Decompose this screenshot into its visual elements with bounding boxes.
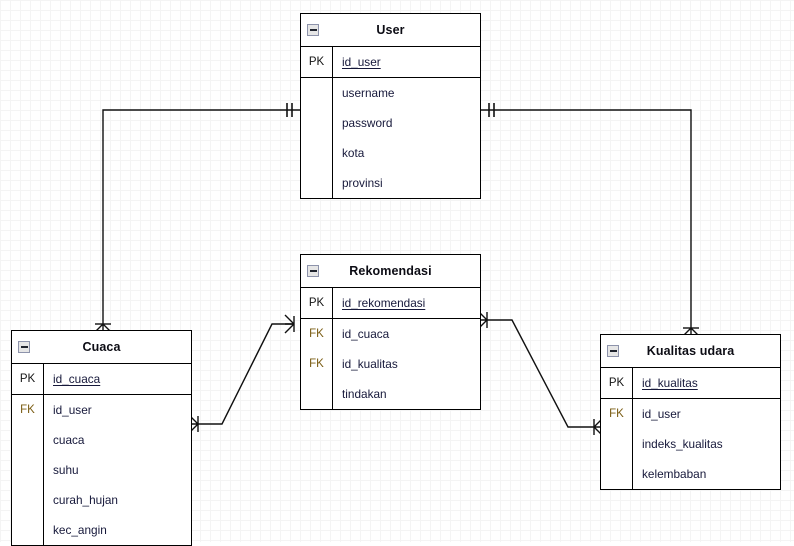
- table-row[interactable]: kelembaban: [601, 459, 780, 489]
- field-name: id_user: [642, 407, 681, 421]
- entity-rekomendasi-header[interactable]: Rekomendasi: [301, 255, 480, 288]
- key-label: [12, 425, 44, 455]
- field-name: id_kualitas: [342, 357, 398, 371]
- key-label: PK: [301, 47, 333, 77]
- key-label: FK: [301, 349, 333, 379]
- table-row[interactable]: kota: [301, 138, 480, 168]
- field-name: id_user: [53, 403, 92, 417]
- table-row[interactable]: tindakan: [301, 379, 480, 409]
- key-label: [601, 429, 633, 459]
- field-name: indeks_kualitas: [642, 437, 723, 451]
- field-name: id_cuaca: [342, 327, 390, 341]
- field-name: id_kualitas: [642, 376, 698, 390]
- field-name: password: [342, 116, 393, 130]
- key-label: [301, 78, 333, 108]
- table-row[interactable]: provinsi: [301, 168, 480, 198]
- entity-user-title: User: [376, 23, 405, 37]
- field-name: username: [342, 86, 395, 100]
- table-row[interactable]: FK id_user: [12, 395, 191, 425]
- entity-kualitas-udara-header[interactable]: Kualitas udara: [601, 335, 780, 368]
- entity-user[interactable]: User PK id_user username password kota p…: [300, 13, 481, 199]
- field-name: id_user: [342, 55, 381, 69]
- table-row[interactable]: indeks_kualitas: [601, 429, 780, 459]
- relationship-user-kualitas-udara[interactable]: [481, 103, 701, 338]
- table-row[interactable]: PK id_user: [301, 47, 480, 78]
- minus-box-icon[interactable]: [307, 24, 319, 36]
- key-label: PK: [601, 368, 633, 398]
- table-row[interactable]: FK id_cuaca: [301, 319, 480, 349]
- table-row[interactable]: username: [301, 78, 480, 108]
- table-row[interactable]: kec_angin: [12, 515, 191, 545]
- key-label: [301, 108, 333, 138]
- field-name: tindakan: [342, 387, 387, 401]
- key-label: [301, 168, 333, 198]
- entity-cuaca-header[interactable]: Cuaca: [12, 331, 191, 364]
- key-label: PK: [301, 288, 333, 318]
- entity-cuaca-title: Cuaca: [82, 340, 121, 354]
- table-row[interactable]: PK id_kualitas: [601, 368, 780, 399]
- field-name: kec_angin: [53, 523, 107, 537]
- entity-rekomendasi[interactable]: Rekomendasi PK id_rekomendasi FK id_cuac…: [300, 254, 481, 410]
- key-label: [301, 379, 333, 409]
- relationship-rekomendasi-kualitas-udara[interactable]: [477, 310, 604, 437]
- minus-box-icon[interactable]: [307, 265, 319, 277]
- field-name: curah_hujan: [53, 493, 118, 507]
- key-label: [12, 485, 44, 515]
- key-label: [12, 515, 44, 545]
- field-name: cuaca: [53, 433, 85, 447]
- field-name: suhu: [53, 463, 79, 477]
- table-row[interactable]: FK id_kualitas: [301, 349, 480, 379]
- key-label: [601, 459, 633, 489]
- entity-kualitas-udara-title: Kualitas udara: [646, 344, 735, 358]
- entity-user-header[interactable]: User: [301, 14, 480, 47]
- table-row[interactable]: PK id_rekomendasi: [301, 288, 480, 319]
- minus-box-icon[interactable]: [607, 345, 619, 357]
- field-name: id_rekomendasi: [342, 296, 426, 310]
- table-row[interactable]: cuaca: [12, 425, 191, 455]
- key-label: FK: [12, 395, 44, 425]
- key-label: PK: [12, 364, 44, 394]
- field-name: id_cuaca: [53, 372, 101, 386]
- key-label: [12, 455, 44, 485]
- field-name: kelembaban: [642, 467, 707, 481]
- entity-kualitas-udara[interactable]: Kualitas udara PK id_kualitas FK id_user…: [600, 334, 781, 490]
- relationship-user-cuaca[interactable]: [93, 103, 300, 334]
- key-label: [301, 138, 333, 168]
- table-row[interactable]: curah_hujan: [12, 485, 191, 515]
- table-row[interactable]: suhu: [12, 455, 191, 485]
- table-row[interactable]: password: [301, 108, 480, 138]
- key-label: FK: [301, 319, 333, 349]
- entity-rekomendasi-title: Rekomendasi: [349, 264, 432, 278]
- minus-box-icon[interactable]: [18, 341, 30, 353]
- table-row[interactable]: FK id_user: [601, 399, 780, 429]
- field-name: provinsi: [342, 176, 383, 190]
- field-name: kota: [342, 146, 365, 160]
- relationship-cuaca-rekomendasi[interactable]: [188, 314, 295, 434]
- entity-cuaca[interactable]: Cuaca PK id_cuaca FK id_user cuaca suhu …: [11, 330, 192, 546]
- table-row[interactable]: PK id_cuaca: [12, 364, 191, 395]
- key-label: FK: [601, 399, 633, 429]
